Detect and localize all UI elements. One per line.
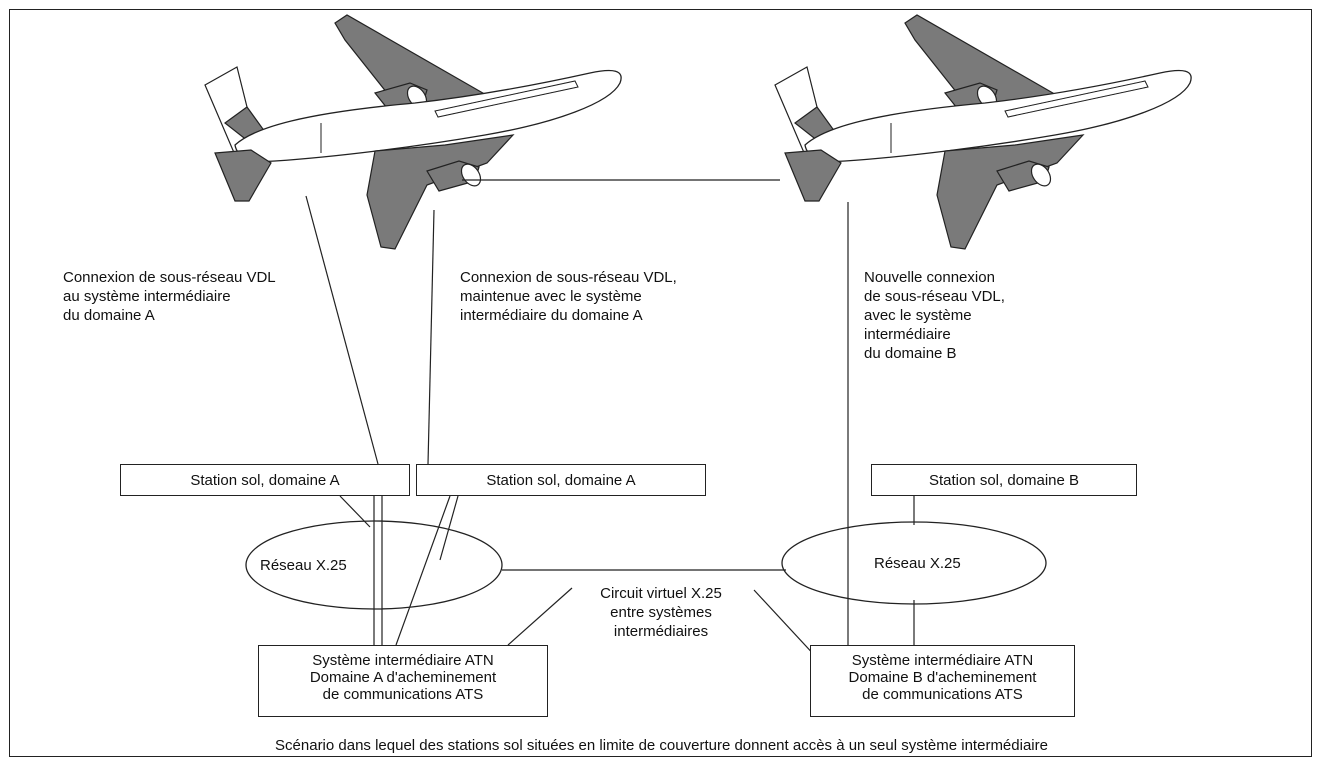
label-connection-b-line3: avec le système <box>864 307 972 324</box>
label-connection-b: Nouvelle connexion de sous-réseau VDL, a… <box>864 268 1005 363</box>
aircraft-b-icon <box>774 14 1192 250</box>
virtual-circuit-label: Circuit virtuel X.25 entre systèmes inte… <box>566 584 756 641</box>
label-connection-b-line1: Nouvelle connexion <box>864 269 995 286</box>
ats-system-a-line2: Domaine A d'acheminement <box>309 669 497 686</box>
ground-station-a1: Station sol, domaine A <box>120 464 410 496</box>
ats-system-b-line2: Domaine B d'acheminement <box>848 669 1037 686</box>
ats-system-a: Système intermédiaire ATN Domaine A d'ac… <box>258 645 548 717</box>
ats-system-b-line3: de communications ATS <box>862 686 1023 703</box>
vdl-link-a2 <box>427 209 435 465</box>
label-connection-b-line2: de sous-réseau VDL, <box>864 288 1005 305</box>
label-connection-a2-line3: intermédiaire du domaine A <box>460 307 643 324</box>
ground-station-a1-label: Station sol, domaine A <box>190 471 340 489</box>
label-connection-a2: Connexion de sous-réseau VDL, maintenue … <box>460 268 677 325</box>
label-connection-a1-line2: au système intermédiaire <box>63 288 231 305</box>
ats-system-a-line3: de communications ATS <box>322 686 484 703</box>
station-a2-to-network <box>439 495 459 561</box>
label-connection-a2-line1: Connexion de sous-réseau VDL, <box>460 269 677 286</box>
ground-station-b-label: Station sol, domaine B <box>928 471 1080 489</box>
ats-system-b-line1: Système intermédiaire ATN <box>851 652 1034 669</box>
label-connection-a2-line2: maintenue avec le système <box>460 288 642 305</box>
virtual-circuit-label-line2: entre systèmes <box>610 604 712 621</box>
network-a-ellipse <box>245 520 503 610</box>
ats-system-b: Système intermédiaire ATN Domaine B d'ac… <box>810 645 1075 717</box>
virtual-circuit-label-line3: intermédiaires <box>613 623 709 640</box>
network-b-ellipse <box>781 521 1047 605</box>
figure-caption: Scénario dans lequel des stations sol si… <box>275 737 1048 754</box>
label-connection-b-line5: du domaine B <box>864 345 957 362</box>
station-a1-to-network <box>339 495 371 528</box>
ground-station-b: Station sol, domaine B <box>871 464 1137 496</box>
label-connection-a1-line1: Connexion de sous-réseau VDL <box>63 269 276 286</box>
vdl-link-a1 <box>305 195 379 465</box>
ground-station-a2-label: Station sol, domaine A <box>486 471 636 489</box>
virtual-circuit-label-line1: Circuit virtuel X.25 <box>600 585 722 602</box>
label-connection-a1: Connexion de sous-réseau VDL au système … <box>63 268 276 325</box>
label-connection-b-line4: intermédiaire <box>864 326 951 343</box>
label-connection-a1-line3: du domaine A <box>63 307 155 324</box>
station-a2-to-ats <box>395 495 451 646</box>
ats-system-a-line1: Système intermédiaire ATN <box>312 652 494 669</box>
aircraft-a-icon <box>204 14 622 250</box>
virtual-circuit-line-a <box>507 587 573 646</box>
diagram-frame <box>9 9 1312 757</box>
network-a-label: Réseau X.25 <box>260 557 347 574</box>
network-b-label: Réseau X.25 <box>874 555 961 572</box>
ground-station-a2: Station sol, domaine A <box>416 464 706 496</box>
